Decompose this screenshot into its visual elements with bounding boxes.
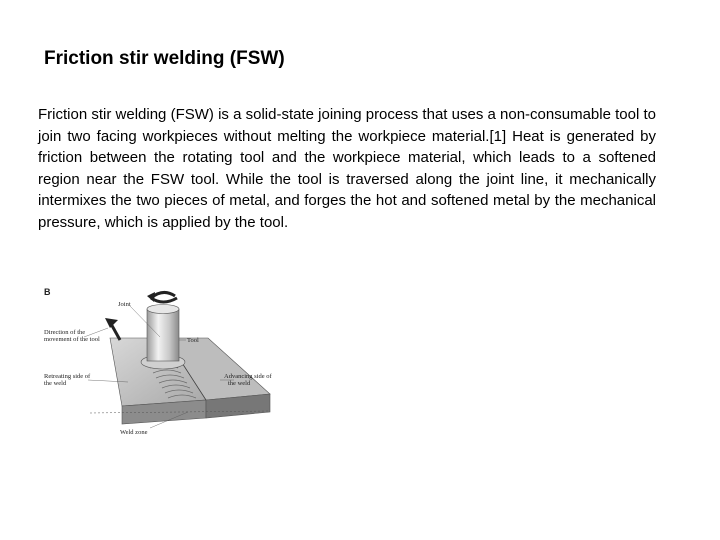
tool-cylinder (146, 304, 180, 362)
label-weld-zone: Weld zone (120, 429, 148, 436)
fsw-diagram-svg: B (44, 287, 272, 436)
rotation-arrow-icon (147, 291, 178, 304)
slide-title: Friction stir welding (FSW) (44, 48, 285, 69)
label-advancing-2: the weld (228, 380, 251, 387)
body-paragraph: Friction stir welding (FSW) is a solid-s… (38, 106, 656, 231)
label-direction-2: movement of the tool (44, 336, 100, 343)
label-advancing-1: Advancing side of (224, 373, 272, 380)
fsw-diagram: B (38, 282, 288, 442)
leader-lines (83, 305, 234, 429)
label-tool: Tool (187, 337, 199, 344)
label-retreating-1: Retreating side of (44, 373, 91, 380)
label-joint: Joint (118, 301, 131, 308)
label-direction-1: Direction of the (44, 329, 85, 336)
direction-arrow-icon (105, 318, 122, 341)
workpiece-plates (89, 337, 271, 425)
label-retreating-2: the weld (44, 380, 67, 387)
panel-letter: B (44, 287, 51, 297)
